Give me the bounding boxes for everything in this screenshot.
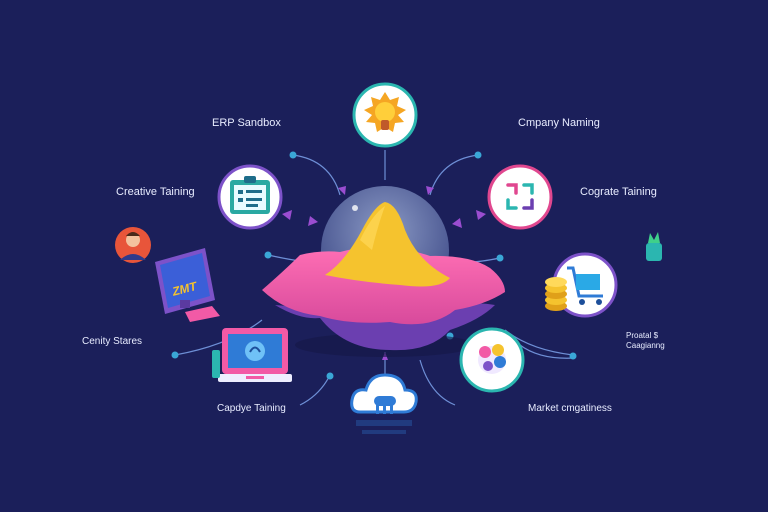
label-market-capabilities: Market cmgatiness (528, 403, 612, 414)
label-company-naming: Cmpany Naming (518, 117, 600, 129)
label-cenity-stares: Cenity Stares (82, 336, 142, 347)
monitor-text: ZMT (170, 279, 200, 299)
laptop-node (212, 328, 292, 382)
yellow-peak (325, 202, 450, 287)
puzzle-icon (506, 183, 534, 210)
cup-icon (212, 350, 220, 378)
monitor-icon (155, 248, 220, 322)
lightbulb-node (352, 82, 418, 148)
label-erp-sandbox: ERP Sandbox (212, 117, 281, 129)
cart-node (545, 252, 618, 318)
puzzle-node (487, 164, 553, 230)
connector-dots (171, 151, 577, 380)
plant-icon (646, 232, 662, 261)
pink-layer (262, 246, 505, 325)
palette-node (459, 327, 525, 393)
label-creative-training: Creative Taining (116, 186, 195, 198)
coins-icon (545, 277, 567, 311)
color-palette-icon (478, 344, 506, 374)
label-product-line1: Proatal $ (626, 331, 659, 340)
cloud-icon (350, 373, 418, 414)
clipboard-icon (230, 176, 270, 214)
cloud-node (350, 373, 418, 434)
lightbulb-icon (364, 92, 406, 132)
avatar (115, 227, 151, 263)
clipboard-node (217, 164, 283, 230)
label-product-line2: Caagianng (626, 341, 665, 350)
central-hub (262, 186, 505, 357)
connector-arrows (282, 186, 486, 360)
label-capdye-training: Capdye Taining (217, 403, 286, 414)
label-corporate-training: Cograte Taining (580, 186, 657, 198)
monitor-node: ZMT (155, 248, 220, 322)
shopping-cart-icon (567, 266, 603, 305)
laptop-icon (218, 328, 292, 382)
